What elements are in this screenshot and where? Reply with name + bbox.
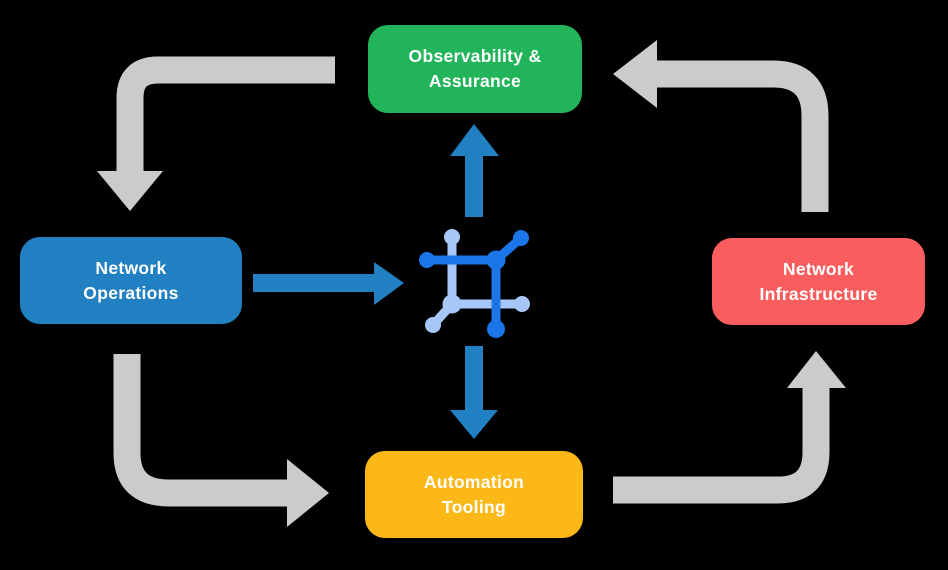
node-automation-tooling: Automation Tooling xyxy=(365,451,583,538)
icon-dark-strokes xyxy=(419,230,529,338)
node-label-line: Network xyxy=(782,258,855,279)
node-network-operations: Network Operations xyxy=(20,237,242,324)
arrow-center-to-observability xyxy=(450,124,499,217)
node-label-line: Tooling xyxy=(442,496,506,517)
node-label-line: Assurance xyxy=(428,71,522,91)
network-automation-icon xyxy=(419,229,530,338)
arrow-automation-to-infrastructure xyxy=(613,351,846,504)
arrow-operations-to-automation xyxy=(113,354,329,527)
node-network-infrastructure: Network Infrastructure xyxy=(712,238,925,325)
node-label-line: Network xyxy=(95,257,167,278)
arrow-center-to-automation xyxy=(450,346,498,439)
node-label-line: Infrastructure xyxy=(759,283,878,304)
node-label-line: Automation xyxy=(423,471,525,492)
arrow-operations-to-center xyxy=(253,262,404,305)
arrow-observability-to-operations xyxy=(97,56,335,211)
arrow-infrastructure-to-observability xyxy=(613,40,829,212)
node-observability-assurance: Observability & Assurance xyxy=(368,25,582,113)
node-label-line: Operations xyxy=(83,282,179,303)
node-label-line: Observability & xyxy=(408,46,542,67)
